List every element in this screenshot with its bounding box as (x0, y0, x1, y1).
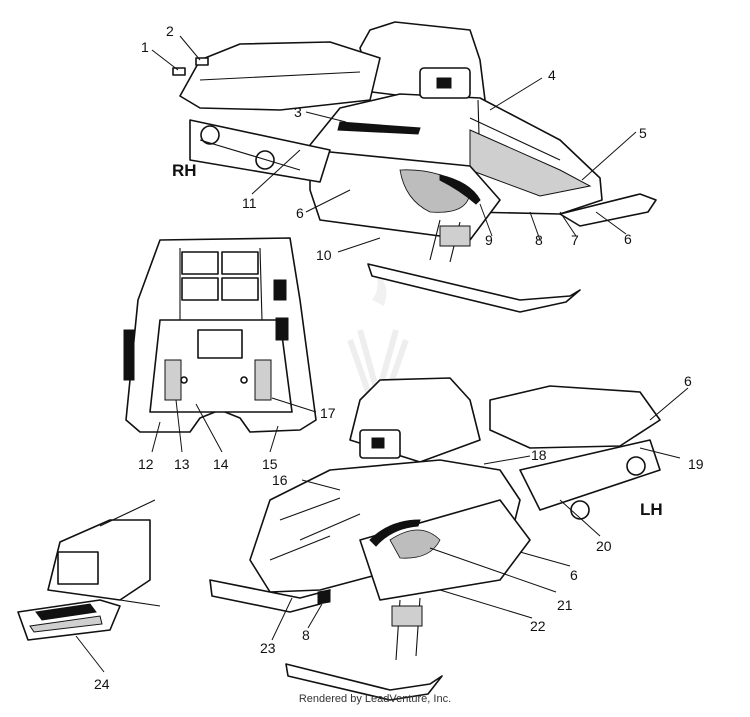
rh-ski-left (367, 263, 581, 313)
callout-20: 20 (596, 538, 612, 554)
callout-24: 24 (94, 676, 110, 692)
rh-snowmobile (172, 21, 657, 313)
decal-1 (172, 67, 186, 76)
lh-tunnel (519, 439, 661, 511)
callout-19: 19 (688, 456, 704, 472)
callout-11: 11 (242, 195, 257, 211)
callout-6-d: 6 (570, 567, 578, 583)
callout-5: 5 (639, 125, 647, 141)
lh-snowmobile (209, 377, 661, 701)
callout-17: 17 (320, 405, 336, 421)
footer-credit: Rendered by LeadVenture, Inc. (298, 693, 452, 705)
rh-ski-right (559, 193, 657, 227)
rh-tunnel (189, 119, 331, 183)
lh-hood (249, 459, 521, 593)
callout-9: 9 (485, 232, 493, 248)
callout-22: 22 (530, 618, 546, 634)
callout-8: 8 (535, 232, 543, 248)
lh-ski-rear (285, 663, 443, 701)
callout-16: 16 (272, 472, 288, 488)
callout-6-c: 6 (684, 373, 692, 389)
callout-15: 15 (262, 456, 278, 472)
callout-13: 13 (174, 456, 190, 472)
callout-12: 12 (138, 456, 154, 472)
callout-2: 2 (166, 23, 174, 39)
callout-18: 18 (531, 447, 547, 463)
leader-lines (75, 35, 689, 673)
callout-23: 23 (260, 640, 276, 656)
callout-6-b: 6 (624, 231, 632, 247)
callout-4: 4 (548, 67, 556, 83)
decal-2 (195, 57, 209, 66)
rh-label: RH (172, 161, 197, 180)
callout-8-b: 8 (302, 627, 310, 643)
lh-seat (489, 385, 661, 449)
hood-top-view (123, 237, 317, 433)
lh-label: LH (640, 500, 663, 519)
callout-1: 1 (141, 39, 149, 55)
callout-14: 14 (213, 456, 229, 472)
callout-labels: RH LH 1 2 3 4 5 6 7 8 9 10 11 12 13 14 1… (94, 23, 704, 692)
callout-7: 7 (571, 232, 579, 248)
lh-side-panel (359, 499, 531, 601)
callout-10: 10 (316, 247, 332, 263)
callout-6: 6 (296, 205, 304, 221)
detail-24 (17, 499, 161, 641)
callout-3: 3 (294, 104, 302, 120)
callout-21: 21 (557, 597, 573, 613)
